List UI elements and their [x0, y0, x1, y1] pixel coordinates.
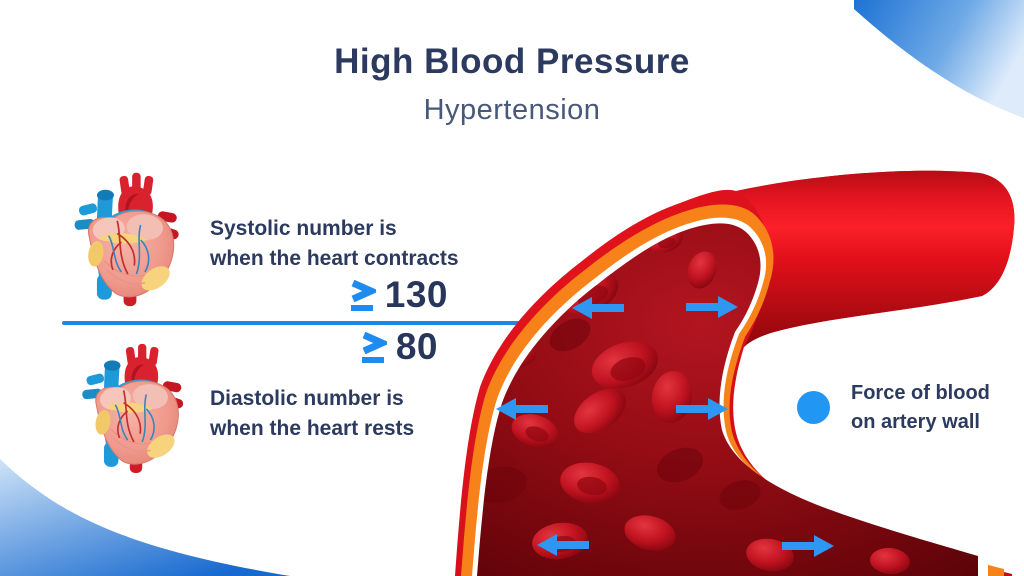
header: High Blood Pressure Hypertension [0, 42, 1024, 127]
diastolic-description-line2: when the heart rests [210, 417, 415, 440]
diastolic-description-line1: Diastolic number is [210, 387, 404, 410]
artery-tube [736, 170, 1015, 347]
systolic-description-line1: Systolic number is [210, 217, 397, 240]
systolic-value: 130 [384, 274, 448, 315]
page-title: High Blood Pressure [334, 42, 690, 81]
heart-icon [66, 166, 194, 316]
legend-dot-icon [797, 391, 830, 424]
systolic-description-line2: when the heart contracts [210, 247, 459, 270]
page-subtitle: Hypertension [423, 94, 601, 126]
diastolic-description: Diastolic number is when the heart rests [210, 384, 414, 444]
artery-cutaway-illustration [455, 170, 1015, 576]
diastolic-value: 80 [395, 326, 438, 367]
greater-equal-icon [349, 280, 376, 311]
divider-line [62, 321, 524, 325]
diastolic-value-row: 80 [210, 328, 438, 366]
legend-label-line2: on artery wall [851, 411, 980, 433]
systolic-description: Systolic number is when the heart contra… [210, 214, 459, 274]
legend-label-line1: Force of blood [851, 382, 990, 404]
legend-label: Force of blood on artery wall [851, 379, 990, 437]
systolic-value-row: 130 [210, 276, 448, 314]
greater-equal-icon [360, 332, 387, 363]
legend: Force of blood on artery wall [797, 379, 990, 437]
heart-icon [74, 338, 198, 482]
